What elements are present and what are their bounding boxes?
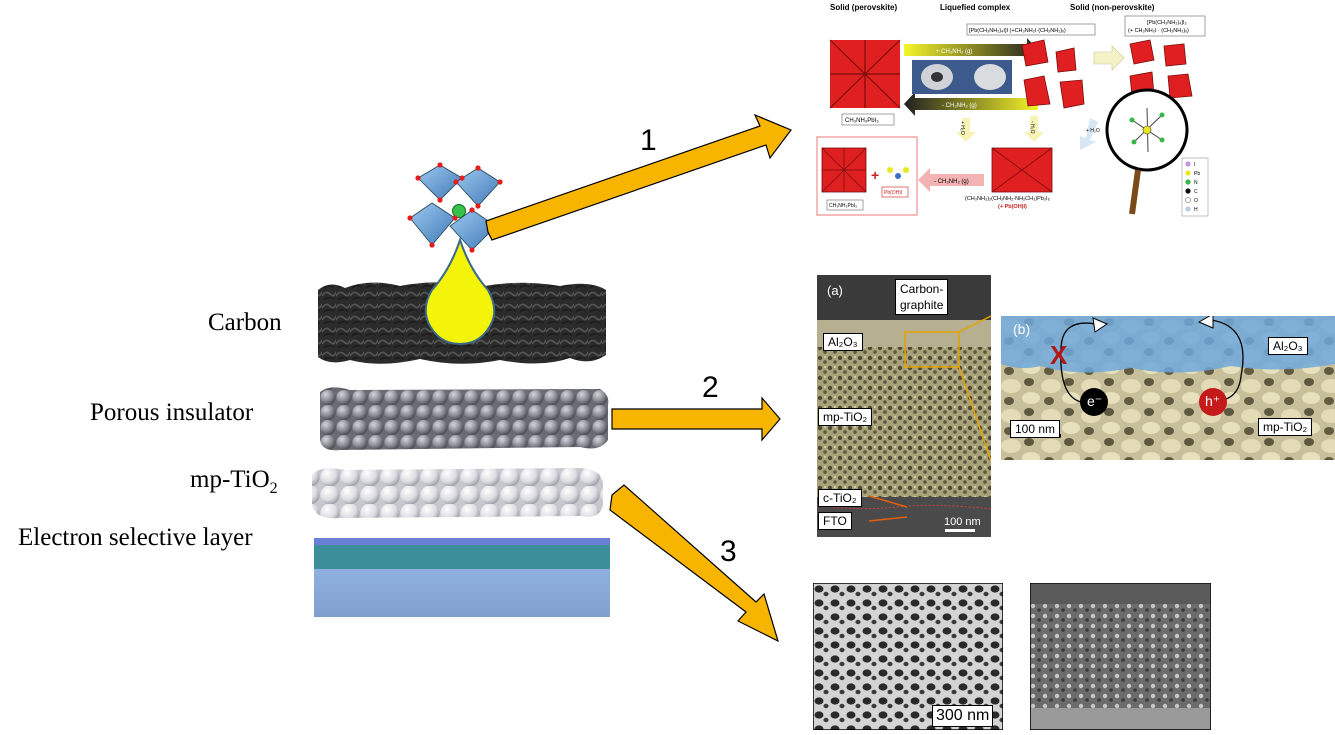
- fig1-arrow-decomp: - CH₃NH₂ (g): [934, 179, 969, 185]
- figure3-sem-cross: [1030, 583, 1211, 730]
- fig2b-hole-label: h⁺: [1205, 393, 1221, 409]
- fig1-header-2: Liquefied complex: [940, 3, 1011, 12]
- fig1-legend-pb: Pb: [1194, 171, 1200, 177]
- fig1-water-3: + H₂O: [1086, 128, 1100, 134]
- label-porous-insulator: Porous insulator: [90, 399, 254, 426]
- arrow-1: [485, 113, 792, 241]
- arrow-number-2: 2: [702, 371, 719, 404]
- fig1-water-2: - H₂O: [1029, 121, 1035, 134]
- fig2b-scalebar-label: 100 nm: [1010, 420, 1061, 438]
- fig1-header-3: Solid (non-perovskite): [1070, 3, 1155, 12]
- perovskite-crystal: [407, 162, 503, 253]
- fig1-arrow-top: + CH₃NH₂ (g): [936, 49, 972, 55]
- fig1-legend-c: C: [1194, 189, 1198, 195]
- label-mp-tio2: mp-TiO2: [190, 466, 278, 497]
- fig2b-label-mptio2: mp-TiO₂: [1258, 418, 1313, 436]
- fig2a-label-mptio2: mp-TiO₂: [818, 408, 873, 426]
- fig2a-label-carbon: Carbon-graphite: [895, 279, 949, 315]
- fig1-label-complex: [Pb(CH₃NH₂)₄I]I (+CH₃NH₂I·(CH₃NH₂)ₓ): [969, 28, 1066, 34]
- fig1-legend-i: I: [1194, 162, 1195, 168]
- fig1-magnifier: [1105, 88, 1189, 215]
- fig1-label-perovskite: CH₃NH₃PbI₃: [845, 118, 879, 124]
- fig2b-panel-label: (b): [1013, 321, 1031, 337]
- esl-top-stripe: [314, 538, 610, 545]
- fig1-label-nonperov-2: (+ CH₃NH₂I · (CH₃NH₂)ₓ): [1128, 28, 1189, 34]
- fig1-intermediate-lattice: [991, 147, 1053, 193]
- svg-text:+: +: [871, 167, 879, 183]
- fig1-legend-n: N: [1194, 180, 1198, 186]
- fig3-scalebar-label: 300 nm: [932, 705, 994, 727]
- arrow-number-1: 1: [640, 124, 657, 157]
- fig1-label-nonperov-1: [Pb(CH₃NH₂)₄]I₂: [1147, 20, 1187, 26]
- fig1-arrow-bottom: - CH₃NH₂ (g): [942, 103, 977, 109]
- mp-tio2-layer: [312, 468, 604, 519]
- label-carbon: Carbon: [208, 309, 282, 336]
- fig2a-scalebar-label: 100 nm: [944, 516, 981, 528]
- fig1-label-mid-1: (CH₃NH₃)₂(CH₃NH₂-NH₂CH₃)Pb₂I₆: [965, 196, 1050, 202]
- fig2a-label-ctio2: c-TiO₂: [818, 489, 862, 507]
- fig1-pboh-chain: [887, 167, 909, 179]
- arrow-number-3: 3: [720, 535, 737, 568]
- fig1-legend-h: H: [1194, 207, 1198, 213]
- precursor-drop: [424, 236, 496, 346]
- fig1-label-mid-2: (+ Pb(OH)I): [998, 204, 1027, 210]
- fig1-header-1: Solid (perovskite): [830, 3, 897, 12]
- fig2b-blocked-x: X: [1050, 340, 1068, 370]
- fig1-complex-polyhedra: [1021, 39, 1085, 109]
- substrate: [314, 569, 610, 617]
- fig2a-panel-label: (a): [827, 283, 843, 298]
- fig1-label-pboh: Pb(OH)I: [884, 190, 902, 196]
- fig1-water-1: + H₂O: [959, 121, 965, 135]
- fig1-label-bottom-left: CH₃NH₃PbI₃: [829, 203, 857, 209]
- figure1-scheme: Solid (perovskite) Liquefied complex Sol…: [816, 3, 1209, 217]
- fig1-legend-o: O: [1194, 198, 1198, 204]
- arrow-2: [611, 396, 781, 442]
- fig2b-label-al2o3: Al₂O₃: [1268, 337, 1308, 355]
- esl-teal: [314, 545, 610, 569]
- porous-insulator-layer: [320, 387, 609, 451]
- label-electron-selective-layer: Electron selective layer: [18, 524, 253, 551]
- fig1-decomposed-lattice: [821, 147, 867, 193]
- fig2b-electron-label: e⁻: [1087, 393, 1103, 409]
- fig2a-label-fto: FTO: [818, 512, 852, 530]
- fig1-perovskite-lattice: [829, 39, 901, 109]
- arrow-3: [609, 484, 779, 643]
- fig2a-label-al2o3: Al₂O₃: [823, 333, 863, 351]
